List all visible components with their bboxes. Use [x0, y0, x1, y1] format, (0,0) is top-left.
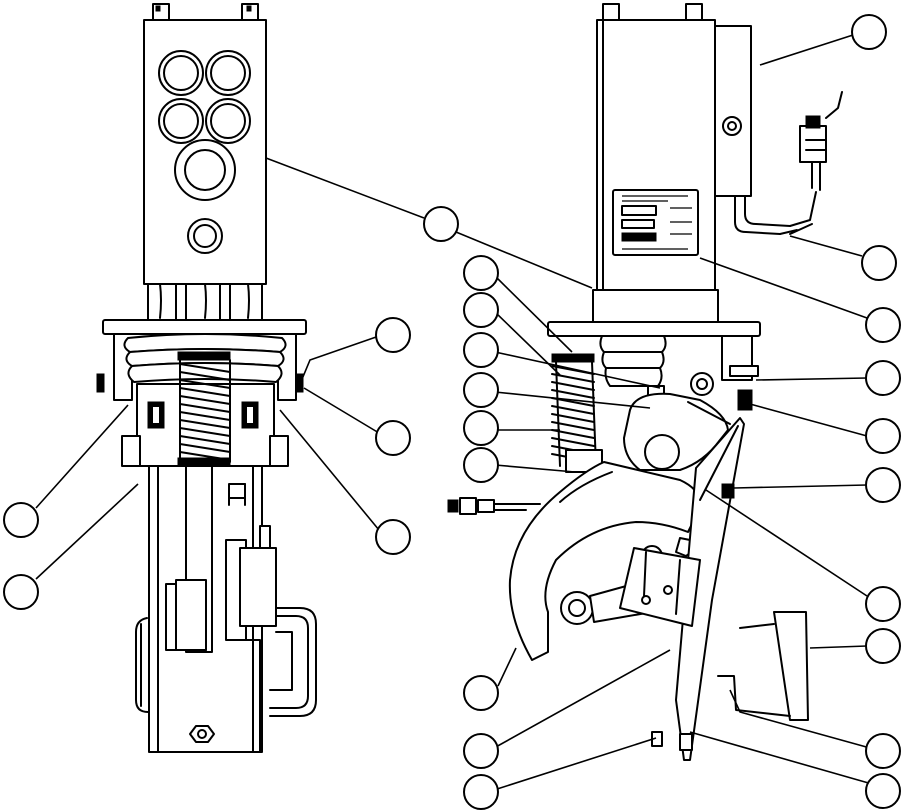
callout-bubble [463, 675, 499, 711]
side-foot-pad [717, 611, 809, 721]
valve-housing [143, 19, 267, 285]
callout-bubble [423, 206, 459, 242]
callout-bubble [463, 372, 499, 408]
callout-bubble [865, 773, 901, 809]
pedal-arm [148, 465, 277, 753]
side-housing [596, 19, 716, 291]
callout-bubble [463, 733, 499, 769]
electrical-box [714, 25, 817, 235]
callout-bubble [375, 519, 411, 555]
top-terminals [152, 3, 259, 23]
callout-bubble [865, 733, 901, 769]
side-cable-plug [447, 497, 541, 515]
callout-bubble [851, 14, 887, 50]
actuator-box [619, 547, 701, 627]
callout-bubble [865, 467, 901, 503]
callout-bubble [463, 332, 499, 368]
bottom-nut [189, 725, 215, 743]
callout-bubble [3, 502, 39, 538]
callout-bubble [865, 586, 901, 622]
nameplate [612, 189, 699, 256]
front-view [96, 3, 317, 753]
callout-bubble [3, 574, 39, 610]
callout-bubble [463, 447, 499, 483]
callout-bubble [375, 420, 411, 456]
main-lever [508, 461, 701, 661]
side-flange [547, 289, 761, 337]
callout-bubble [375, 317, 411, 353]
foot-pad [135, 607, 317, 717]
cable-connector [799, 91, 843, 191]
callout-bubble [865, 307, 901, 343]
callout-bubble [865, 360, 901, 396]
side-spring [551, 353, 603, 473]
callout-bubble [463, 255, 499, 291]
compression-spring [177, 351, 231, 466]
side-bracket [690, 335, 759, 411]
callout-bubble [865, 418, 901, 454]
callout-bubble [463, 292, 499, 328]
lower-fittings [147, 283, 263, 321]
callout-bubble [865, 628, 901, 664]
side-view [447, 3, 843, 761]
callout-bubbles [3, 14, 901, 810]
callout-bubble [463, 410, 499, 446]
callout-bubble [463, 774, 499, 810]
leader-lines [35, 34, 873, 791]
callout-bubble [861, 245, 897, 281]
